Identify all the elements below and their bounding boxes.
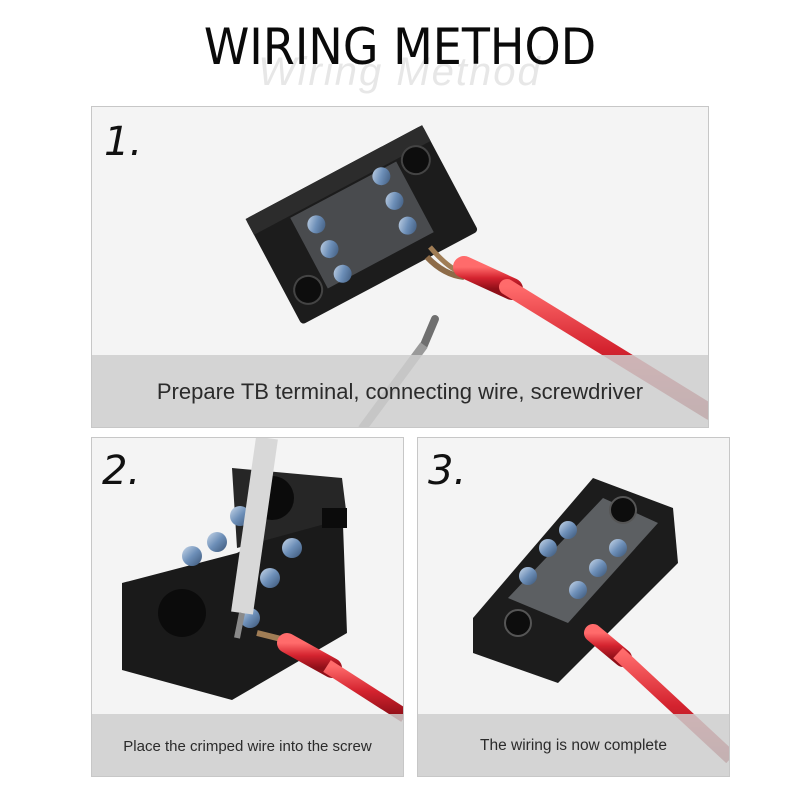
step-1-number: 1.	[104, 119, 143, 165]
step-2-caption: Place the crimped wire into the screw	[123, 737, 372, 755]
screws	[307, 167, 417, 283]
step-2-panel: 2. Place the crimped wire into the screw	[91, 437, 404, 777]
connecting-wire	[256, 630, 403, 722]
page-title: WIRING METHOD	[203, 18, 597, 76]
step-1-caption-bar: Prepare TB terminal, connecting wire, sc…	[92, 355, 708, 427]
step-2-caption-bar: Place the crimped wire into the screw	[92, 714, 403, 776]
screwdriver	[231, 438, 278, 639]
terminal-block	[473, 478, 678, 683]
step-3-number: 3.	[428, 448, 467, 494]
step-1-caption: Prepare TB terminal, connecting wire, sc…	[156, 379, 644, 404]
step-3-caption-bar: The wiring is now complete	[418, 714, 729, 776]
step-2-number: 2.	[102, 448, 141, 494]
step-2-photo	[122, 438, 403, 722]
step-3-photo	[473, 478, 729, 764]
step-1-panel: 1. Prepare TB terminal, connecting wire,…	[91, 106, 709, 428]
step-3-caption: The wiring is now complete	[480, 737, 667, 754]
step-3-panel: 3. The wiring is now complete	[417, 437, 730, 777]
terminal-block	[245, 125, 478, 324]
title-watermark: Wiring Method	[258, 50, 542, 94]
